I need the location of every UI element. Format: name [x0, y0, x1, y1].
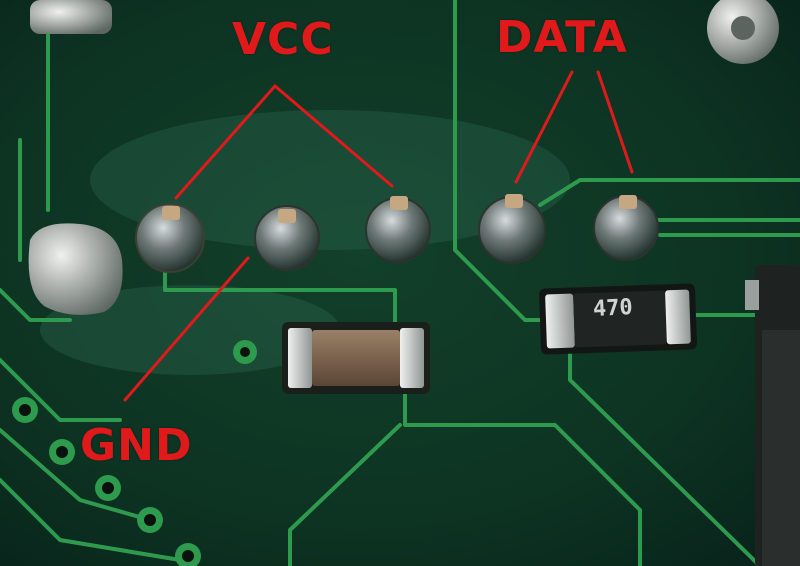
- data-label: DATA: [496, 12, 628, 63]
- vcc-label: VCC: [232, 14, 334, 65]
- solder-top-left: [30, 0, 112, 34]
- smd-resistor: [539, 283, 697, 355]
- solder-blob-left: [28, 223, 123, 315]
- annotation-lines: [123, 70, 634, 402]
- gnd-label: GND: [80, 420, 193, 471]
- ic-package-right: [745, 265, 800, 566]
- via-holes: [12, 340, 257, 566]
- pin-pads: [135, 194, 659, 273]
- smd-capacitor: [282, 322, 430, 394]
- flux-sheen-2: [40, 285, 340, 375]
- resistor-marking: 470: [592, 294, 634, 323]
- flux-sheen: [90, 110, 570, 250]
